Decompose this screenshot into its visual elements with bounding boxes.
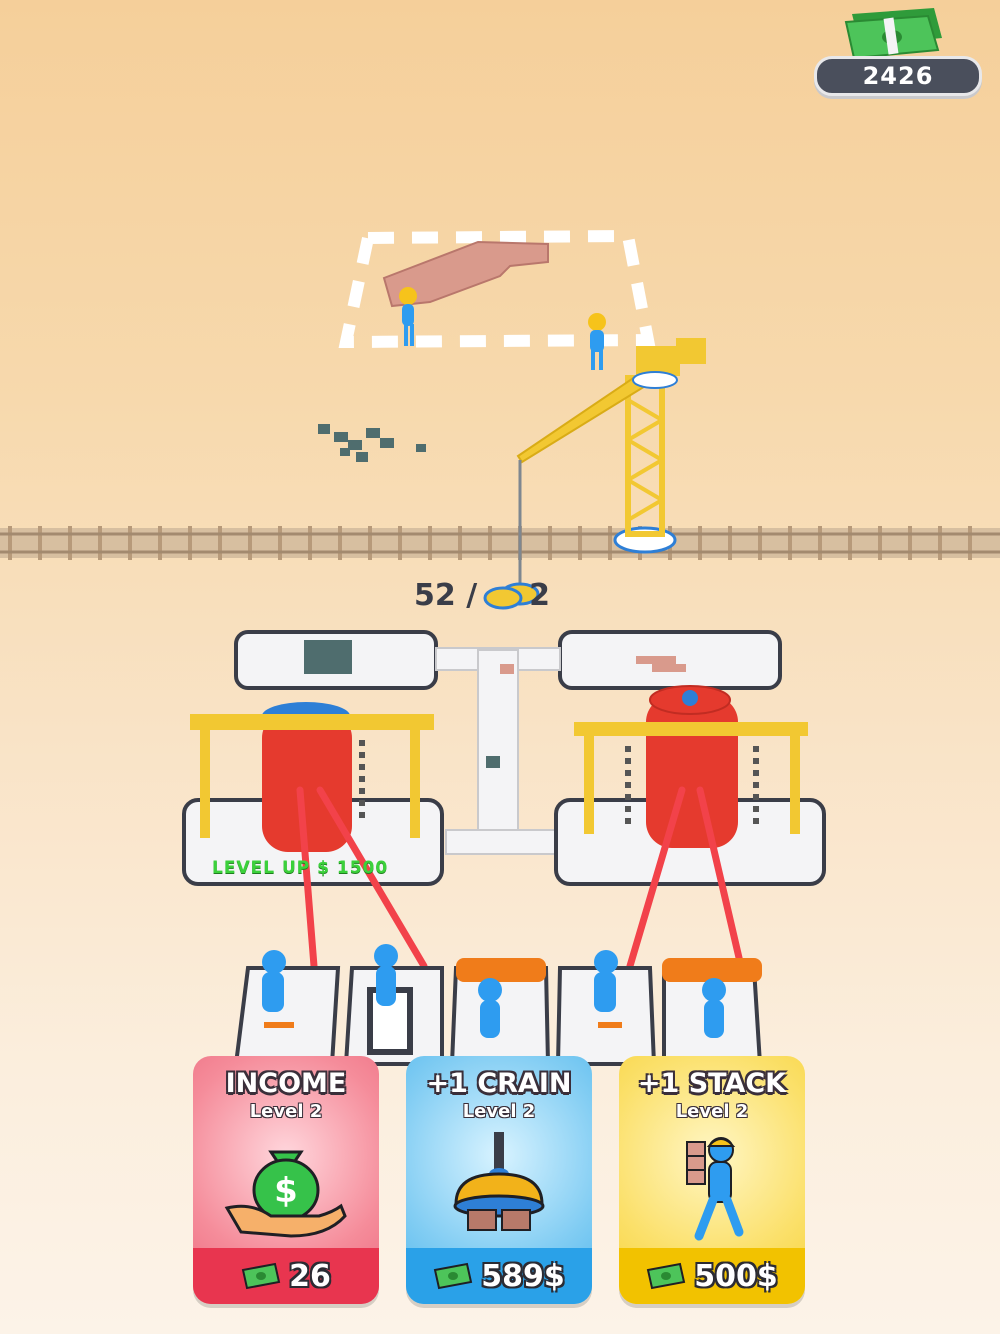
conveyor-belt (435, 647, 561, 855)
crain-upgrade-card[interactable]: +1 CRAIN Level 2 589$ (406, 1056, 592, 1304)
storage-pad (234, 630, 438, 690)
price-value: 500$ (694, 1258, 778, 1294)
card-price: 500$ (619, 1248, 805, 1304)
cash-icon (647, 1262, 686, 1290)
crane-magnet-icon (483, 586, 523, 609)
card-price: 26 (193, 1248, 379, 1304)
worker-figure (588, 313, 606, 370)
worker-carrying-bricks-icon (686, 1137, 744, 1241)
card-level: Level 2 (462, 1101, 536, 1122)
card-title: +1 CRAIN (426, 1068, 572, 1099)
money-counter: 2426 (814, 56, 982, 96)
money-value: 2426 (862, 62, 934, 90)
stack-upgrade-card[interactable]: +1 STACK Level 2 500$ (619, 1056, 805, 1304)
worker-figure (399, 287, 417, 346)
price-value: 26 (289, 1258, 331, 1294)
card-title: +1 STACK (637, 1068, 787, 1099)
progress-text: 52 / (414, 578, 478, 613)
progress-suffix: 2 (529, 578, 551, 613)
cash-icon (241, 1262, 281, 1290)
work-station (343, 944, 444, 1066)
brick-pile (318, 424, 426, 462)
card-level: Level 2 (675, 1101, 749, 1122)
work-station (662, 958, 763, 1066)
work-station (233, 950, 341, 1066)
price-value: 589$ (481, 1258, 565, 1294)
card-price: 589$ (406, 1248, 592, 1304)
card-level: Level 2 (249, 1101, 323, 1122)
cash-icon (844, 8, 942, 60)
railway-track (0, 526, 1000, 560)
machine-pad (182, 702, 444, 886)
work-station (449, 958, 551, 1066)
storage-pad (558, 630, 782, 690)
money-bag-hand-icon: $ (224, 1150, 347, 1238)
work-station (555, 950, 657, 1066)
income-upgrade-card[interactable]: INCOME Level 2 $ 26 (193, 1056, 379, 1304)
crane-progress-counter: 52 / 2 (414, 578, 550, 613)
power-cables (296, 786, 744, 970)
svg-text:$: $ (274, 1171, 298, 1211)
tower-crane (500, 338, 706, 606)
cash-icon (434, 1262, 473, 1290)
crane-magnet-icon (453, 1132, 545, 1231)
level-up-label[interactable]: LEVEL UP $ 1500 (212, 858, 389, 878)
machine-pad (554, 685, 826, 886)
card-title: INCOME (225, 1068, 347, 1099)
